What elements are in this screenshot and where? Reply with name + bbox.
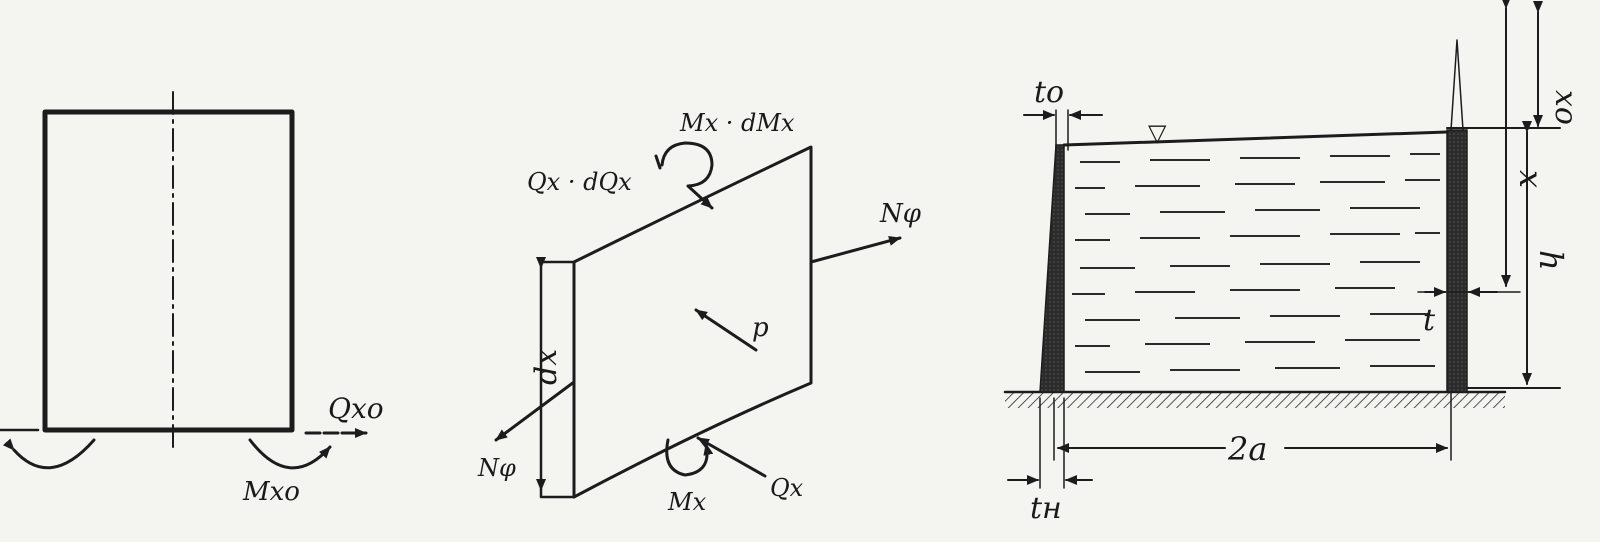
water-surface (1062, 130, 1449, 147)
shear-label: Qxo (328, 392, 384, 425)
right-wall-extension (1450, 39, 1464, 131)
shear-top-label: Qx · dQx (527, 168, 632, 196)
pressure-arrow (694, 308, 758, 352)
dx-label: dx (529, 349, 564, 385)
water-dashes (1072, 153, 1440, 373)
moment-arrow-right (248, 438, 332, 470)
figure-shell-element: dx Mx · dMx Qx · dQx Nφ Nφ p Mx Qx (477, 109, 922, 516)
cylinder-outline (42, 109, 295, 433)
x0-label: xo (1548, 90, 1583, 125)
base-thickness-label: tн (1030, 491, 1062, 526)
h-label: h (1532, 250, 1570, 271)
moment-bottom-arrow (665, 438, 714, 477)
moment-label: Mxo (242, 477, 300, 507)
moment-arrow-left (2, 438, 96, 470)
top-thickness-label: to (1034, 75, 1064, 110)
shear-top-tick (654, 154, 662, 170)
right-wall (1446, 129, 1468, 393)
pressure-label: p (752, 313, 769, 343)
moment-top-label: Mx · dMx (679, 109, 795, 137)
water-level-symbol: ▽ (1148, 119, 1167, 147)
hoop-force-right-label: Nφ (879, 199, 922, 229)
shear-bottom-label: Qx (770, 474, 804, 502)
figure-tank-section: ▽ to xo x h (1003, 0, 1583, 526)
hoop-force-left-label: Nφ (477, 454, 516, 482)
shear-bottom-arrow (696, 436, 767, 478)
x-label: x (1512, 170, 1550, 188)
hoop-force-right-arrow (809, 236, 902, 264)
moment-top-arrow (660, 141, 714, 210)
width-label: 2a (1227, 430, 1267, 468)
figure-cylinder: Qxo Mxo (0, 91, 384, 507)
moment-bottom-label: Mx (667, 488, 707, 516)
hoop-force-left-arrow (494, 380, 576, 442)
element-face (572, 145, 813, 499)
thickness-label: t (1423, 303, 1436, 338)
ground-hatch (1005, 392, 1505, 408)
left-wall (1039, 144, 1065, 393)
